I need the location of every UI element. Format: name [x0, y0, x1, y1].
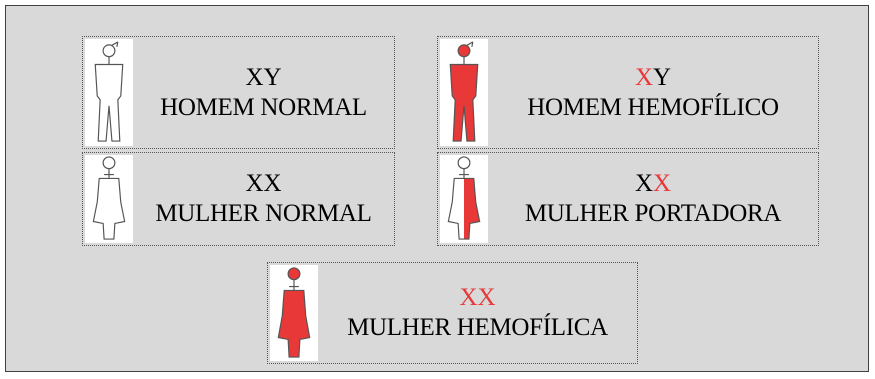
chromosome-label: XX — [634, 170, 672, 197]
card-mulher-normal: XX MULHER NORMAL — [82, 152, 395, 246]
card-mulher-hemofilica: XX MULHER HEMOFÍLICA — [267, 262, 638, 364]
chromosome-label: XX — [459, 284, 496, 311]
chromosome-label: XY — [245, 63, 282, 91]
chromosome-label: XX — [245, 170, 282, 197]
card-title: MULHER HEMOFÍLICA — [347, 314, 608, 341]
woman-figure-icon — [85, 155, 133, 243]
woman-figure-icon — [270, 265, 318, 361]
man-figure-icon — [440, 39, 488, 146]
card-homem-normal: XY HOMEM NORMAL — [82, 36, 395, 149]
chromosome-label: XY — [634, 63, 672, 91]
woman-figure-icon — [440, 155, 488, 243]
card-mulher-portadora: XX MULHER PORTADORA — [437, 152, 819, 246]
card-homem-hemofilico: XY HOMEM HEMOFÍLICO — [437, 36, 819, 149]
card-title: HOMEM NORMAL — [160, 93, 367, 121]
man-figure-icon — [85, 39, 133, 146]
legend-panel: XY HOMEM NORMAL XY HOMEM HEMOFÍLICO — [5, 5, 869, 372]
card-title: HOMEM HEMOFÍLICO — [527, 93, 779, 121]
card-title: MULHER NORMAL — [155, 200, 372, 227]
card-title: MULHER PORTADORA — [524, 200, 782, 227]
